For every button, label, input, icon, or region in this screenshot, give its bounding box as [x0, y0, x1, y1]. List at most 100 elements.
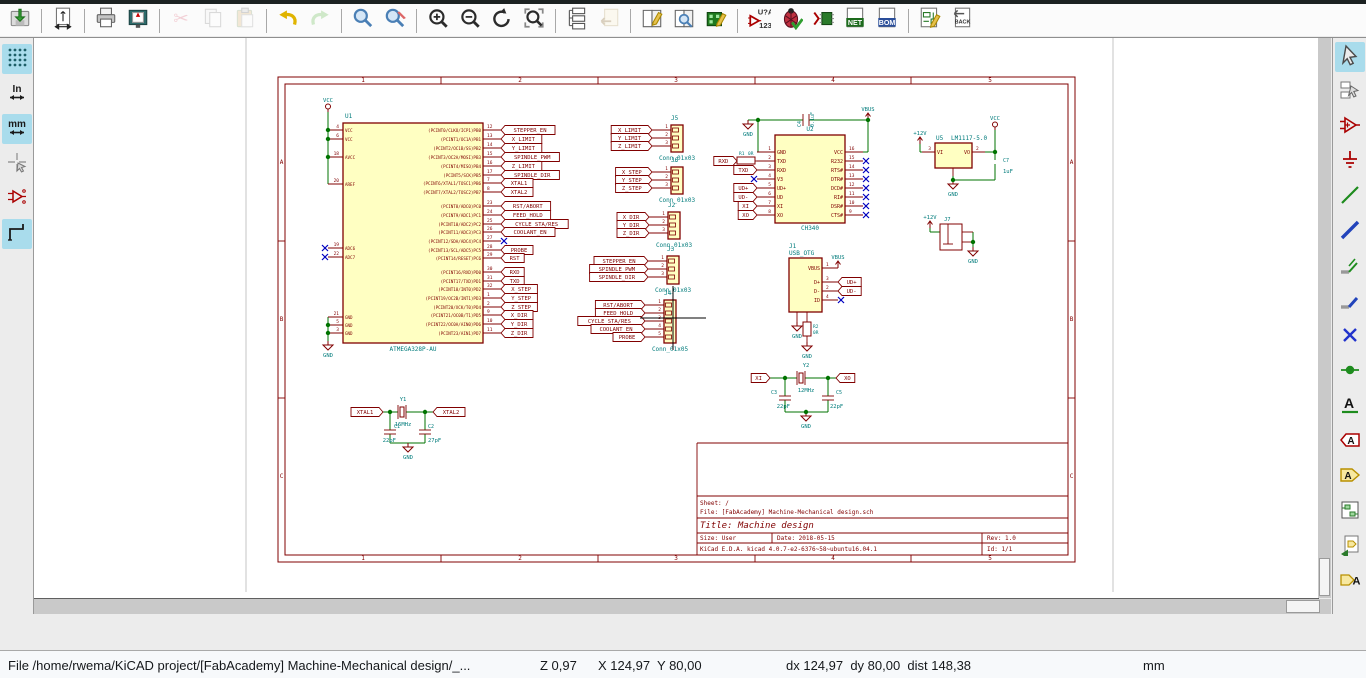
- svg-text:X_LIMIT: X_LIMIT: [512, 137, 536, 143]
- erc-button[interactable]: [775, 6, 807, 36]
- import-sheet-pin-button[interactable]: [1335, 532, 1365, 562]
- wire-to-bus-entry-button[interactable]: [1335, 252, 1365, 282]
- svg-text:STEPPER_EN: STEPPER_EN: [602, 259, 635, 265]
- svg-text:6: 6: [336, 133, 339, 139]
- hv-wires-button[interactable]: [1, 219, 32, 249]
- place-hierarchical-label-button[interactable]: A: [1335, 462, 1365, 492]
- units-mm-button[interactable]: mm: [1, 114, 32, 144]
- back-import-button[interactable]: BACK: [946, 6, 978, 36]
- show-hierarchy-button[interactable]: [561, 6, 593, 36]
- global-label-STEPPER_EN: [500, 125, 556, 135]
- svg-text:VI: VI: [937, 150, 943, 156]
- svg-text:22pF: 22pF: [830, 404, 843, 410]
- cursor-shape-button[interactable]: [2, 149, 32, 179]
- find-button[interactable]: [347, 6, 379, 36]
- vertical-scrollbar-thumb[interactable]: [1319, 558, 1330, 596]
- svg-text:123: 123: [759, 21, 771, 30]
- place-label-button[interactable]: A: [1335, 392, 1365, 422]
- svg-text:9: 9: [849, 209, 852, 215]
- svg-text:7: 7: [768, 200, 771, 206]
- netlist-button[interactable]: NET: [839, 6, 871, 36]
- component-J4[interactable]: J4Conn_01x051RST/ABORT2FEED_HOLD3CYCLE_S…: [577, 290, 689, 353]
- print-button[interactable]: [90, 6, 122, 36]
- svg-text:(PCINT0/CLKO/ICP1)PB0: (PCINT0/CLKO/ICP1)PB0: [428, 128, 481, 133]
- svg-text:XTAL2: XTAL2: [511, 190, 528, 196]
- units-inch-button[interactable]: In: [2, 79, 32, 109]
- svg-text:2: 2: [487, 301, 490, 307]
- svg-text:A: A: [280, 159, 284, 166]
- svg-text:Z_LIMIT: Z_LIMIT: [512, 164, 536, 170]
- svg-text:XO: XO: [777, 213, 783, 219]
- undo-button[interactable]: [272, 6, 304, 36]
- hidden-pins-button[interactable]: [2, 184, 32, 214]
- svg-text:1: 1: [665, 166, 668, 172]
- place-global-label-button[interactable]: A: [1335, 427, 1365, 457]
- annotate-button[interactable]: U?A123: [743, 6, 775, 36]
- zoom-redraw-button[interactable]: [486, 6, 518, 36]
- svg-text:UD-: UD-: [847, 289, 857, 295]
- svg-text:11: 11: [487, 327, 493, 333]
- component-U1[interactable]: U1ATMEGA328P-AU4VCC6VCC18AVCC20AREF19ADC…: [321, 113, 569, 353]
- svg-text:2: 2: [976, 146, 979, 152]
- no-connect-button[interactable]: [1335, 322, 1365, 352]
- grid-button[interactable]: [1, 44, 32, 74]
- zoom-out-button[interactable]: [454, 6, 486, 36]
- zoom-fit-button[interactable]: [518, 6, 550, 36]
- assign-footprints-button[interactable]: [807, 6, 839, 36]
- svg-text:1: 1: [361, 77, 365, 84]
- svg-text:14: 14: [487, 142, 493, 148]
- zoom-in-button[interactable]: [422, 6, 454, 36]
- vertical-scrollbar[interactable]: [1318, 38, 1331, 598]
- place-wire-button[interactable]: [1335, 182, 1365, 212]
- plot-button[interactable]: [122, 6, 154, 36]
- place-sheet-pin-button[interactable]: A: [1335, 567, 1365, 597]
- footprint-editor-button[interactable]: [700, 6, 732, 36]
- toolbar-separator: [416, 8, 417, 33]
- component-J3[interactable]: J3Conn_01x031STEPPER_EN2SPINDLE_PWM3SPIN…: [589, 246, 692, 294]
- place-junction-button[interactable]: [1335, 357, 1365, 387]
- global-label-SPINDLE_PWM: [500, 152, 560, 162]
- svg-text:Y_LIMIT: Y_LIMIT: [512, 146, 536, 152]
- place-component-button[interactable]: [1335, 112, 1365, 142]
- component-U2[interactable]: U2CH3401GND2TXD3RXDTXD4V35UD+UD+6UDUD-7X…: [733, 126, 870, 232]
- library-browser-button[interactable]: [668, 6, 700, 36]
- bus-to-bus-entry-button[interactable]: [1335, 287, 1365, 317]
- svg-text:File: [FabAcademy] Machine-Mec: File: [FabAcademy] Machine-Mechanical de…: [700, 509, 874, 516]
- schematic-drawing[interactable]: C40.1uFR10RR20RShieldGNDY212MHzC322pFC52…: [34, 38, 1318, 598]
- place-bus-button[interactable]: [1335, 217, 1365, 247]
- horizontal-scrollbar-thumb[interactable]: [1286, 600, 1320, 613]
- horizontal-scrollbar[interactable]: [34, 599, 1331, 614]
- svg-text:RTS#: RTS#: [831, 168, 843, 174]
- svg-text:2: 2: [518, 555, 522, 562]
- sheet-settings-button[interactable]: [47, 6, 79, 36]
- cursor-button[interactable]: [1334, 42, 1365, 72]
- svg-text:CTS#: CTS#: [831, 213, 843, 219]
- global-label-FEED_HOLD: [500, 210, 552, 220]
- schematic-base[interactable]: C40.1uFR10RR20RShieldGNDY212MHzC322pFC52…: [245, 38, 1114, 592]
- hierarchy-push-pop-button[interactable]: [1335, 77, 1365, 107]
- place-sheet-pin-icon: A: [1339, 569, 1361, 596]
- svg-text:(PCINT14/RESET)PC6: (PCINT14/RESET)PC6: [436, 256, 482, 261]
- save-button[interactable]: [4, 6, 36, 36]
- svg-text:27: 27: [487, 235, 493, 241]
- svg-text:A: A: [1344, 471, 1351, 482]
- place-sheet-button[interactable]: [1335, 497, 1365, 527]
- library-editor-button[interactable]: [636, 6, 668, 36]
- find-replace-button[interactable]: [379, 6, 411, 36]
- bom-button[interactable]: BOM: [871, 6, 903, 36]
- svg-text:Z_LIMIT: Z_LIMIT: [618, 144, 642, 150]
- svg-text:TXD: TXD: [738, 168, 748, 174]
- copy-button: [197, 6, 229, 36]
- run-pcbnew-button[interactable]: [914, 6, 946, 36]
- place-power-button[interactable]: [1335, 147, 1365, 177]
- svg-text:10: 10: [487, 318, 493, 324]
- status-zoom-level: Z 0,97: [540, 658, 577, 673]
- schematic-canvas[interactable]: C40.1uFR10RR20RShieldGNDY212MHzC322pFC52…: [34, 38, 1319, 599]
